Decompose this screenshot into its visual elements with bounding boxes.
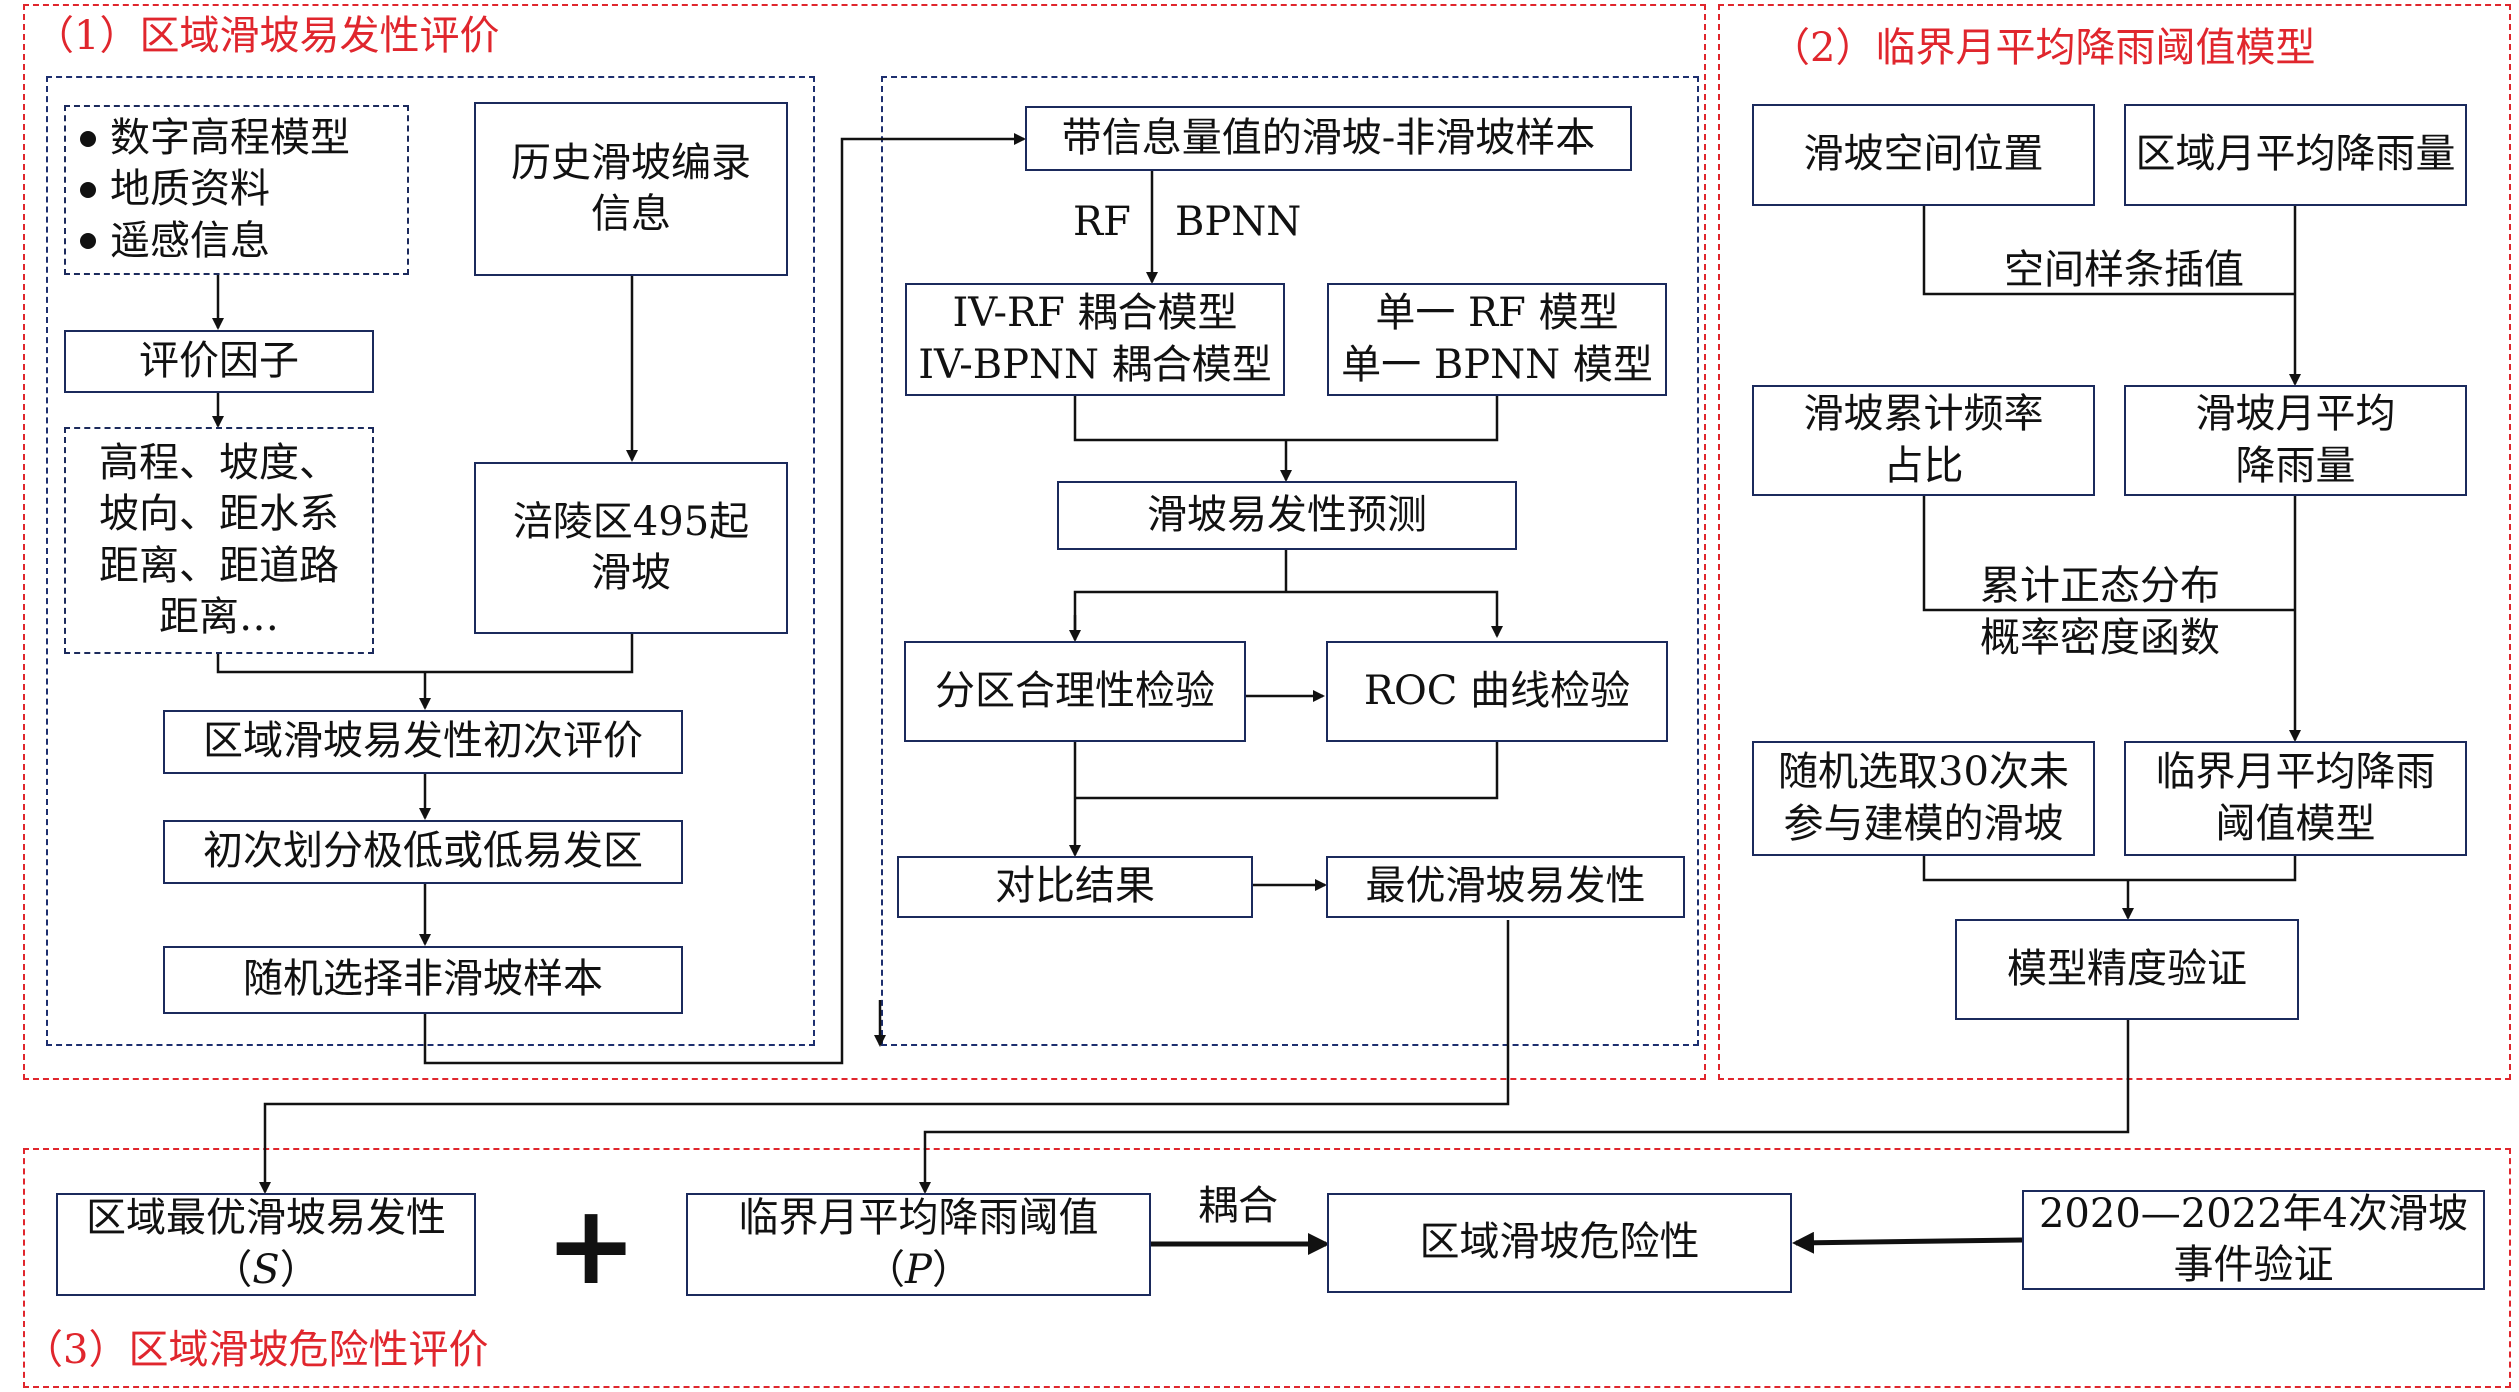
random-nonslide-label: 随机选择非滑坡样本	[243, 956, 603, 1003]
factor-list-line-1: 高程、坡度、	[99, 440, 339, 487]
hazard-box: 区域滑坡危险性	[1327, 1193, 1792, 1293]
single-line-2: 单一 BPNN 模型	[1341, 341, 1653, 388]
optimal-susceptibility-line-1: 区域最优滑坡易发性	[86, 1195, 446, 1242]
random-nonslide-box: 随机选择非滑坡样本	[163, 946, 683, 1014]
section-3-frame	[23, 1148, 2511, 1388]
random30-box: 随机选取30次未 参与建模的滑坡	[1752, 741, 2095, 856]
rainfall-threshold-line-2: （P）	[865, 1246, 972, 1293]
rainfall-label: 区域月平均降雨量	[2135, 131, 2456, 178]
section-2-frame	[1718, 4, 2511, 1080]
optimal-susceptibility-box: 区域最优滑坡易发性 （S）	[56, 1193, 476, 1296]
zoning-check-label: 分区合理性检验	[935, 667, 1215, 714]
factor-list-line-4: 距离…	[159, 593, 279, 640]
factor-list-box: 高程、坡度、 坡向、距水系 距离、距道路 距离…	[64, 427, 374, 654]
section-2-title: （2）临界月平均降雨阈值模型	[1770, 25, 2316, 71]
initial-evaluation-label: 区域滑坡易发性初次评价	[203, 718, 643, 765]
initial-zoning-box: 初次划分极低或低易发区	[163, 820, 683, 884]
bullet-icon	[80, 130, 96, 147]
random30-line-1: 随机选取30次未	[1778, 749, 2069, 796]
section-1-title: （1）区域滑坡易发性评价	[34, 13, 500, 59]
event-validation-line-1: 2020—2022年4次滑坡	[2038, 1190, 2469, 1237]
evaluation-factor-box: 评价因子	[64, 330, 374, 393]
history-line-1: 历史滑坡编录	[511, 139, 751, 186]
roc-check-label: ROC 曲线检验	[1363, 667, 1631, 714]
monthly-line-2: 降雨量	[2235, 442, 2356, 489]
subframe-left	[46, 76, 815, 1046]
accuracy-label: 模型精度验证	[2007, 945, 2247, 992]
threshold-model-line-2: 阈值模型	[2215, 800, 2376, 847]
event-validation-line-2: 事件验证	[2173, 1242, 2334, 1288]
hazard-label: 区域滑坡危险性	[1419, 1219, 1700, 1266]
data-sources-box: 数字高程模型 地质资料 遥感信息	[64, 105, 409, 275]
accuracy-box: 模型精度验证	[1955, 919, 2299, 1020]
threshold-model-line-1: 临界月平均降雨	[2155, 749, 2436, 796]
bpnn-label: BPNN	[1175, 199, 1302, 245]
monthly-line-1: 滑坡月平均	[2195, 391, 2396, 438]
bullet-icon	[80, 182, 96, 198]
section-1-frame	[23, 4, 1706, 1080]
subframe-right	[881, 76, 1699, 1046]
random30-line-2: 参与建模的滑坡	[1783, 800, 2064, 847]
normal-distribution-label-2: 概率密度函数	[1980, 615, 2220, 661]
samples-label: 带信息量值的滑坡-非滑坡样本	[1061, 114, 1596, 161]
zoning-check-box: 分区合理性检验	[904, 641, 1246, 742]
threshold-model-box: 临界月平均降雨 阈值模型	[2124, 741, 2467, 856]
prediction-label: 滑坡易发性预测	[1147, 491, 1427, 538]
fuling-line-2: 滑坡	[591, 550, 671, 596]
samples-box: 带信息量值的滑坡-非滑坡样本	[1025, 106, 1632, 171]
coupled-line-2: IV-BPNN 耦合模型	[918, 341, 1272, 388]
prediction-box: 滑坡易发性预测	[1057, 481, 1517, 550]
single-models-box: 单一 RF 模型 单一 BPNN 模型	[1327, 283, 1667, 396]
section-3-title: （3）区域滑坡危险性评价	[23, 1327, 489, 1373]
frequency-box: 滑坡累计频率 占比	[1752, 385, 2095, 496]
factor-list-line-2: 坡向、距水系	[99, 491, 339, 538]
compare-box: 对比结果	[897, 856, 1253, 918]
fuling-landslides-box: 涪陵区495起 滑坡	[474, 462, 788, 634]
bullet-icon	[80, 233, 96, 250]
rainfall-box: 区域月平均降雨量	[2124, 104, 2467, 206]
initial-zoning-label: 初次划分极低或低易发区	[203, 828, 643, 875]
coupled-line-1: IV-RF 耦合模型	[952, 290, 1238, 337]
coupled-models-box: IV-RF 耦合模型 IV-BPNN 耦合模型	[905, 283, 1285, 396]
location-box: 滑坡空间位置	[1752, 104, 2095, 206]
factor-list-line-3: 距离、距道路	[99, 542, 339, 589]
initial-evaluation-box: 区域滑坡易发性初次评价	[163, 710, 683, 774]
monthly-rainfall-box: 滑坡月平均 降雨量	[2124, 385, 2467, 496]
optimal-susceptibility-line-2: （S）	[212, 1246, 320, 1293]
compare-label: 对比结果	[995, 863, 1155, 910]
frequency-line-2: 占比	[1883, 442, 1964, 489]
fuling-line-1: 涪陵区495起	[512, 498, 750, 545]
data-source-item: 地质资料	[110, 166, 270, 213]
location-label: 滑坡空间位置	[1803, 131, 2044, 178]
roc-check-box: ROC 曲线检验	[1326, 641, 1668, 742]
single-line-1: 单一 RF 模型	[1375, 290, 1619, 337]
normal-distribution-label-1: 累计正态分布	[1980, 563, 2220, 609]
interpolation-label: 空间样条插值	[2004, 247, 2244, 293]
rainfall-threshold-line-1: 临界月平均降雨阈值	[738, 1195, 1099, 1242]
frequency-line-1: 滑坡累计频率	[1803, 391, 2044, 438]
optimal-box: 最优滑坡易发性	[1326, 856, 1685, 918]
factor-label: 评价因子	[139, 337, 299, 384]
event-validation-box: 2020—2022年4次滑坡 事件验证	[2022, 1190, 2485, 1290]
rainfall-threshold-box: 临界月平均降雨阈值 （P）	[686, 1193, 1151, 1296]
data-source-item: 遥感信息	[110, 217, 270, 264]
coupling-label: 耦合	[1198, 1183, 1278, 1229]
history-line-2: 信息	[591, 191, 671, 237]
rf-label: RF	[1073, 199, 1131, 245]
data-source-item: 数字高程模型	[110, 115, 350, 162]
optimal-label: 最优滑坡易发性	[1365, 863, 1646, 910]
history-inventory-box: 历史滑坡编录 信息	[474, 102, 788, 276]
plus-icon: +	[545, 1181, 638, 1309]
